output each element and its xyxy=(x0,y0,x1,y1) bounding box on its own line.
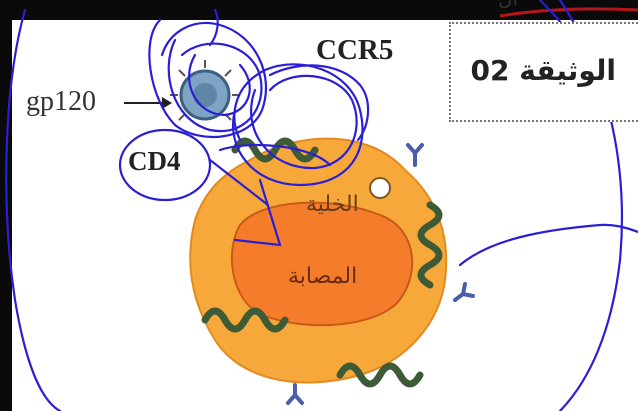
document-label-box: الوثيقة 02 xyxy=(449,22,638,122)
gp120-label: gp120 xyxy=(26,86,96,118)
virus-core xyxy=(193,83,217,107)
gp120-arrow xyxy=(124,97,172,109)
ccr5-label: CCR5 xyxy=(316,34,393,67)
pen-pointer-line xyxy=(460,225,638,265)
infected-word-label: المصابة xyxy=(288,264,357,289)
cell-word-label: الخلية xyxy=(306,192,359,217)
y-receptor-right xyxy=(455,284,473,300)
y-receptor-bottom xyxy=(288,385,302,403)
hiv-virus xyxy=(170,60,240,120)
vesicle xyxy=(370,178,390,198)
cd4-label: CD4 xyxy=(128,146,181,177)
document-label: الوثيقة 02 xyxy=(471,54,616,87)
top-text-fragment: ال xyxy=(498,0,518,10)
pen-big-left-arc xyxy=(6,10,60,411)
y-receptor-top xyxy=(408,145,422,165)
